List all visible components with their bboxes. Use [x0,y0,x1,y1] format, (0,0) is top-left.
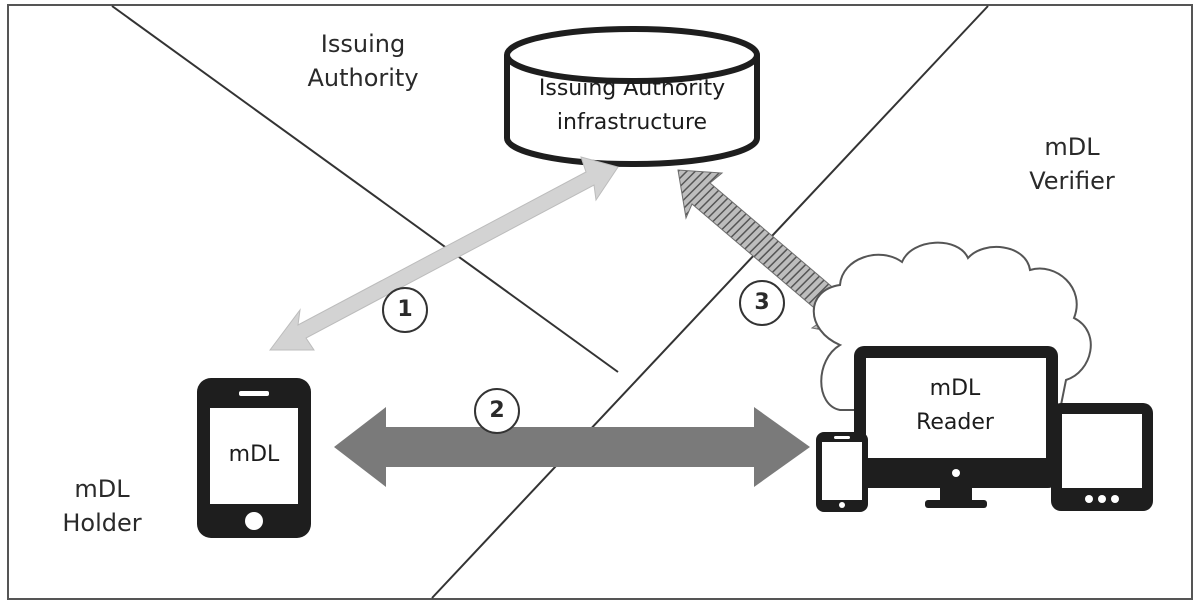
zone-label-line: Verifier [1029,167,1115,195]
step-3-circle [739,280,785,326]
zone-divider-verifier [431,5,989,599]
node-label-mdl: mDL [228,442,280,467]
smartphone-icon [197,378,311,538]
step-label-2: 2 [489,398,505,423]
node-label-reader: mDL Reader [880,372,1030,440]
step-1-circle [382,287,428,333]
zone-label-mdl-verifier: mDL Verifier [1012,130,1132,198]
arrow-2-icon [334,407,810,487]
step-label-3: 3 [754,290,770,315]
node-label-line: Reader [916,410,994,435]
tablet-icon [1051,403,1153,511]
small-phone-icon [816,432,868,512]
zone-label-line: Authority [307,64,419,92]
zone-label-line: Holder [62,509,142,537]
node-label-line: Issuing Authority [538,76,726,101]
step-2-circle [474,388,520,434]
node-label-line: mDL [929,376,981,401]
zone-divider-issuer-holder [111,5,619,373]
zone-label-line: Issuing [320,30,406,58]
database-cylinder-icon [504,26,760,167]
node-label-line: infrastructure [556,110,708,135]
arrow-1-icon [269,156,619,351]
zone-label-issuing-authority: Issuing Authority [283,27,443,95]
node-label-infrastructure: Issuing Authority infrastructure [507,72,757,140]
zone-label-line: mDL [74,475,130,503]
step-label-1: 1 [397,297,413,322]
zone-label-line: mDL [1044,133,1100,161]
desktop-monitor-icon [854,346,1058,508]
zone-label-mdl-holder: mDL Holder [42,472,162,540]
